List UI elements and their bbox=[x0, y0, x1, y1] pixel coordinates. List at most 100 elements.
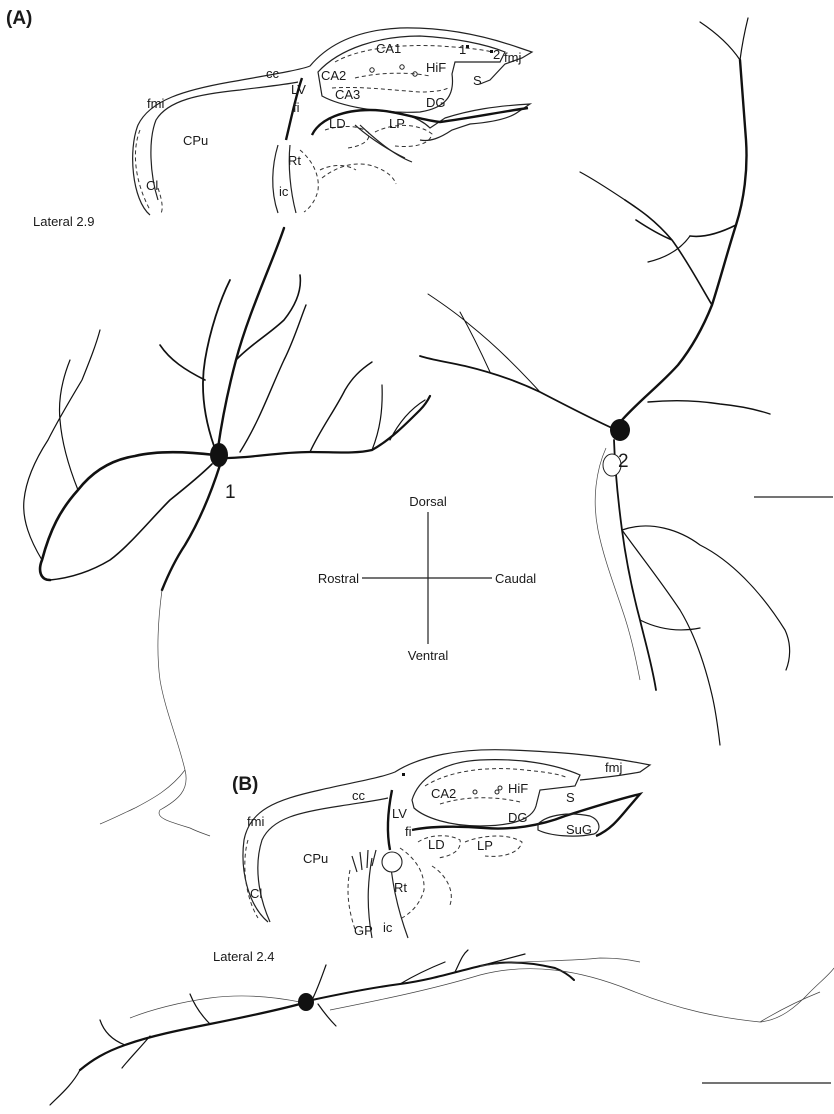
region-a-s: S bbox=[473, 73, 482, 88]
neuron-1-dendrite-far-left bbox=[24, 330, 100, 560]
region-b-lp: LP bbox=[477, 838, 493, 853]
region-a-cl: Cl bbox=[146, 178, 158, 193]
orientation-compass: Dorsal Ventral Rostral Caudal bbox=[318, 494, 536, 663]
compass-rostral: Rostral bbox=[318, 571, 359, 586]
atlas-b-ca-line-1 bbox=[425, 769, 568, 786]
panel-a-section-label: Lateral 2.9 bbox=[33, 214, 94, 229]
region-b-lv: LV bbox=[392, 806, 407, 821]
neuron-b-dendrite-left-branches bbox=[50, 994, 210, 1105]
atlas-a-claustrum bbox=[135, 130, 162, 215]
region-a-rt: Rt bbox=[288, 153, 301, 168]
region-a-cpu: CPu bbox=[183, 133, 208, 148]
region-a-fmj: fmj bbox=[504, 50, 521, 65]
atlas-b-fiber-tufts bbox=[352, 850, 376, 872]
neuron-2-dendrite-right bbox=[648, 401, 770, 414]
region-b-fi: fi bbox=[405, 824, 412, 839]
panel-a-label: (A) bbox=[6, 8, 32, 29]
region-a-lv: LV bbox=[291, 82, 306, 97]
compass-dorsal: Dorsal bbox=[409, 494, 447, 509]
neuron-2-dendrite-lower bbox=[614, 440, 656, 690]
atlas-b-marker-square bbox=[402, 773, 405, 776]
region-a-hif: HiF bbox=[426, 60, 446, 75]
region-a-dg: DG bbox=[426, 95, 446, 110]
atlas-a-recording-site-2 bbox=[400, 65, 404, 69]
neuron-1-dendrite-upper bbox=[218, 228, 284, 448]
neuron-1-dendrite-right-upper bbox=[240, 305, 372, 452]
region-b-rt: Rt bbox=[394, 880, 407, 895]
panel-b-label: (B) bbox=[232, 774, 258, 795]
atlas-b-rt-nucleus bbox=[382, 852, 402, 872]
region-b-gp: GP bbox=[354, 923, 373, 938]
panel-a-neuron-1: 1 bbox=[24, 228, 430, 836]
neuron-2-label: 2 bbox=[618, 451, 629, 472]
neuron-b-soma bbox=[298, 993, 314, 1011]
atlas-b-recording-site-3 bbox=[498, 786, 502, 790]
region-b-cc: cc bbox=[352, 788, 366, 803]
region-b-fmi: fmi bbox=[247, 814, 264, 829]
region-b-ic: ic bbox=[383, 920, 393, 935]
atlas-a-lower-dashed-2 bbox=[322, 164, 396, 184]
region-a-cc: cc bbox=[266, 66, 280, 81]
atlas-a-rt-outline bbox=[300, 150, 318, 212]
region-b-fmj: fmj bbox=[605, 760, 622, 775]
atlas-b-claustrum bbox=[245, 840, 258, 918]
atlas-b-lp-outline bbox=[465, 836, 522, 856]
atlas-b-recording-site-1 bbox=[473, 790, 477, 794]
region-a-ca1: CA1 bbox=[376, 41, 401, 56]
region-a-marker-2: 2 bbox=[493, 47, 500, 62]
panel-b-atlas-outline: cc fmi CPu Cl LV fi Rt ic GP CA2 HiF DG … bbox=[243, 750, 650, 938]
neuron-1-axon bbox=[158, 590, 210, 836]
region-a-fi: fi bbox=[293, 100, 300, 115]
region-a-ca2: CA2 bbox=[321, 68, 346, 83]
region-a-ca3: CA3 bbox=[335, 87, 360, 102]
panel-b-neuron bbox=[50, 950, 834, 1105]
region-a-marker-1: 1 bbox=[459, 42, 466, 57]
atlas-a-ic-left bbox=[273, 145, 278, 213]
neuron-b-axon-right bbox=[330, 968, 834, 1022]
neuron-1-label: 1 bbox=[225, 482, 236, 503]
neuron-2-dendrite-upper-branch bbox=[625, 200, 736, 305]
region-b-sug: SuG bbox=[566, 822, 592, 837]
atlas-b-lower-dashed bbox=[432, 866, 451, 905]
atlas-a-marker-1-square bbox=[466, 45, 469, 48]
neuron-2-dendrite-lower-branches bbox=[622, 526, 790, 745]
neuron-1-axon-collateral bbox=[100, 770, 185, 824]
region-b-ld: LD bbox=[428, 837, 445, 852]
atlas-a-cc-inner bbox=[151, 82, 298, 200]
region-b-ca2: CA2 bbox=[431, 786, 456, 801]
region-a-ld: LD bbox=[329, 116, 346, 131]
neuron-2-dendrite-top-tip bbox=[700, 18, 748, 60]
neuron-b-axon-left bbox=[130, 996, 300, 1018]
neuron-2-soma bbox=[610, 419, 630, 441]
neuron-1-soma bbox=[210, 443, 228, 467]
neuron-2-dendrite-upper-tip bbox=[580, 172, 690, 262]
neuron-1-dendrite-upper-branch bbox=[160, 275, 300, 380]
region-a-ic: ic bbox=[279, 184, 289, 199]
neuron-b-dendrite-left-main bbox=[80, 1004, 300, 1070]
atlas-b-recording-site-2 bbox=[495, 790, 499, 794]
neuron-1-dendrite-left-main bbox=[40, 452, 215, 580]
atlas-a-lower-dashed-1 bbox=[320, 166, 356, 171]
atlas-a-recording-site-1 bbox=[370, 68, 374, 72]
region-a-fmi: fmi bbox=[147, 96, 164, 111]
neuron-1-dendrite-right bbox=[226, 396, 430, 458]
region-b-cl: Cl bbox=[250, 886, 262, 901]
region-a-lp: LP bbox=[389, 116, 405, 131]
panel-a: (A) cc f bbox=[6, 8, 833, 836]
panel-b-section-label: Lateral 2.4 bbox=[213, 949, 274, 964]
panel-a-atlas-outline: cc fmi CPu Cl LV fi Rt ic CA1 CA2 CA3 Hi… bbox=[133, 28, 532, 215]
region-b-dg: DG bbox=[508, 810, 528, 825]
neuron-b-axon-right-2 bbox=[480, 958, 820, 1022]
compass-ventral: Ventral bbox=[408, 648, 449, 663]
atlas-a-ca2-line bbox=[355, 73, 430, 78]
neuron-2-dendrite-left-thin bbox=[428, 294, 540, 392]
region-b-cpu: CPu bbox=[303, 851, 328, 866]
neuron-2-dendrite-upper bbox=[622, 60, 747, 420]
neuron-b-dendrite-right-branches bbox=[312, 950, 525, 1026]
compass-caudal: Caudal bbox=[495, 571, 536, 586]
neuron-b-dendrite-right-main bbox=[312, 962, 574, 1000]
neuron-1-dendrite-upper-left bbox=[203, 280, 230, 446]
panel-b: (B) cc fmi CPu bbox=[50, 750, 834, 1105]
region-b-hif: HiF bbox=[508, 781, 528, 796]
